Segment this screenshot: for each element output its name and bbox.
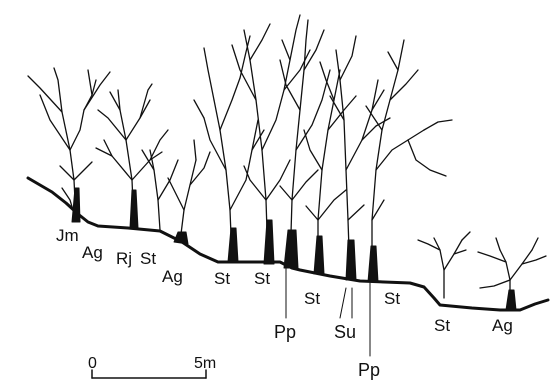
label-pp-1: Pp [274, 322, 296, 342]
trunk-ag-3 [506, 290, 516, 310]
label-st-2: St [214, 269, 230, 288]
label-su: Su [334, 322, 356, 342]
label-ag-3: Ag [492, 316, 513, 335]
label-st-4: St [304, 289, 320, 308]
trunk-su [346, 240, 356, 280]
trunk-st-2 [228, 228, 238, 262]
scale-end-label: 5m [194, 355, 216, 372]
tree-ag-2 [168, 140, 210, 242]
trunk-st-3 [264, 220, 274, 264]
trunk-rj [130, 190, 138, 228]
label-st-6: St [434, 316, 450, 335]
trunk-jm [72, 188, 80, 222]
label-pp-2: Pp [358, 360, 380, 380]
tree-su [330, 36, 390, 278]
trunk-pp-2 [368, 246, 378, 282]
label-st-1: St [140, 249, 156, 268]
trunk-st-4 [314, 236, 324, 274]
label-st-5: St [384, 289, 400, 308]
leader-su-left [340, 288, 346, 318]
trunk-pp-1 [284, 230, 298, 268]
label-jm: Jm [56, 226, 79, 245]
label-st-3: St [254, 269, 270, 288]
tree-st-2 [194, 36, 264, 260]
label-ag-slope: Ag [82, 243, 103, 262]
label-ag-2: Ag [162, 267, 183, 286]
tree-jm [28, 68, 110, 220]
scale-start-label: 0 [88, 355, 97, 372]
tree-pp-2 [366, 40, 452, 281]
tree-pp-1 [280, 20, 330, 266]
trunk-ag-2 [174, 232, 188, 244]
label-rj: Rj [116, 249, 132, 268]
